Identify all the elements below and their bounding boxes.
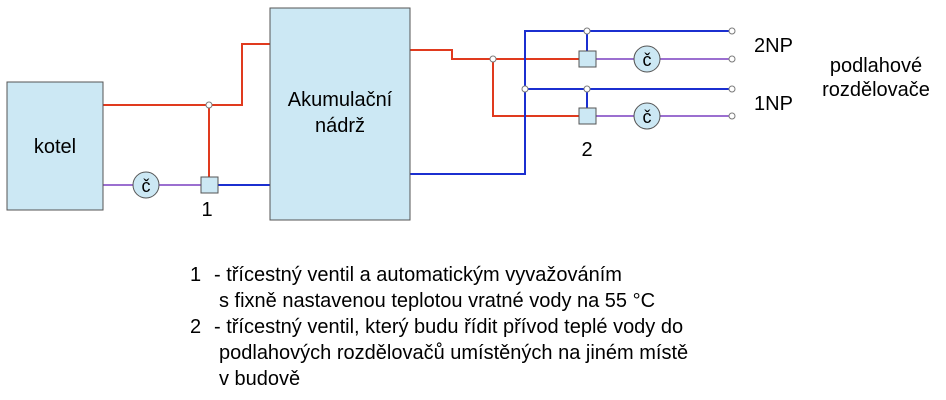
boiler-label: kotel — [34, 136, 76, 158]
three-way-valve-2-lower-icon — [578, 107, 597, 125]
legend-item-2-number: 2 — [190, 316, 202, 338]
legend-item-1-number: 1 — [190, 264, 202, 286]
legend: 1 - třícestný ventil a automatickým vyvaž… — [190, 262, 910, 392]
manifold-label-line1: podlahové — [830, 55, 922, 77]
pipe-end-dot — [728, 27, 736, 35]
legend-item-1-line1: - třícestný ventil a automatickým vyvažo… — [214, 264, 622, 286]
legend-item-2-line1: - třícestný ventil, který budu řídit pří… — [214, 316, 684, 338]
legend-item-2-line3: v budově — [219, 368, 301, 390]
legend-item-1-line2: s fixně nastavenou teplotou vratné vody … — [219, 290, 656, 312]
pump-icon-2np — [633, 45, 661, 73]
supply-pipe-branch-1np — [492, 59, 583, 117]
junction-dot — [521, 85, 529, 93]
junction-dot — [489, 55, 497, 63]
supply-pipe-boiler-to-tank — [103, 43, 270, 106]
boiler-box — [6, 81, 104, 211]
legend-item-1: 1 - třícestný ventil a automatickým vyvaž… — [190, 262, 910, 288]
pump-icon-boiler — [132, 171, 160, 199]
three-way-valve-2-upper-icon — [578, 50, 597, 68]
valve-2-number: 2 — [581, 139, 592, 161]
tank-label-line2: nádrž — [315, 115, 365, 137]
valve-1-number: 1 — [201, 199, 212, 221]
manifold-label-line2: rozdělovače — [822, 79, 930, 101]
pipe-end-dot — [728, 85, 736, 93]
pump-symbol-boiler: č — [142, 176, 151, 196]
pump-icon-1np — [633, 102, 661, 130]
three-way-valve-1-icon — [200, 176, 219, 194]
accumulation-tank-box — [269, 7, 411, 221]
return-pipe-tank-to-distribution — [410, 30, 730, 175]
pump-symbol-1np: č — [643, 107, 652, 127]
junction-dot — [583, 27, 591, 35]
junction-dot — [205, 101, 213, 109]
tank-label-line1: Akumulační — [288, 89, 393, 111]
pump-symbol-2np: č — [643, 50, 652, 70]
legend-item-2: 2 - třícestný ventil, který budu řídit př… — [190, 314, 910, 340]
floor-label-1np: 1NP — [754, 93, 793, 115]
junction-dot — [583, 85, 591, 93]
heating-schematic: kotel Akumulační nádrž č 1 2 č č 2NP 1NP… — [6, 7, 930, 221]
floor-label-2np: 2NP — [754, 35, 793, 57]
pipe-end-dot — [728, 55, 736, 63]
pipe-end-dot — [728, 112, 736, 120]
legend-item-2-line2: podlahových rozdělovačů umístěných na ji… — [219, 342, 689, 364]
supply-pipe-tank-to-distribution — [410, 49, 583, 60]
